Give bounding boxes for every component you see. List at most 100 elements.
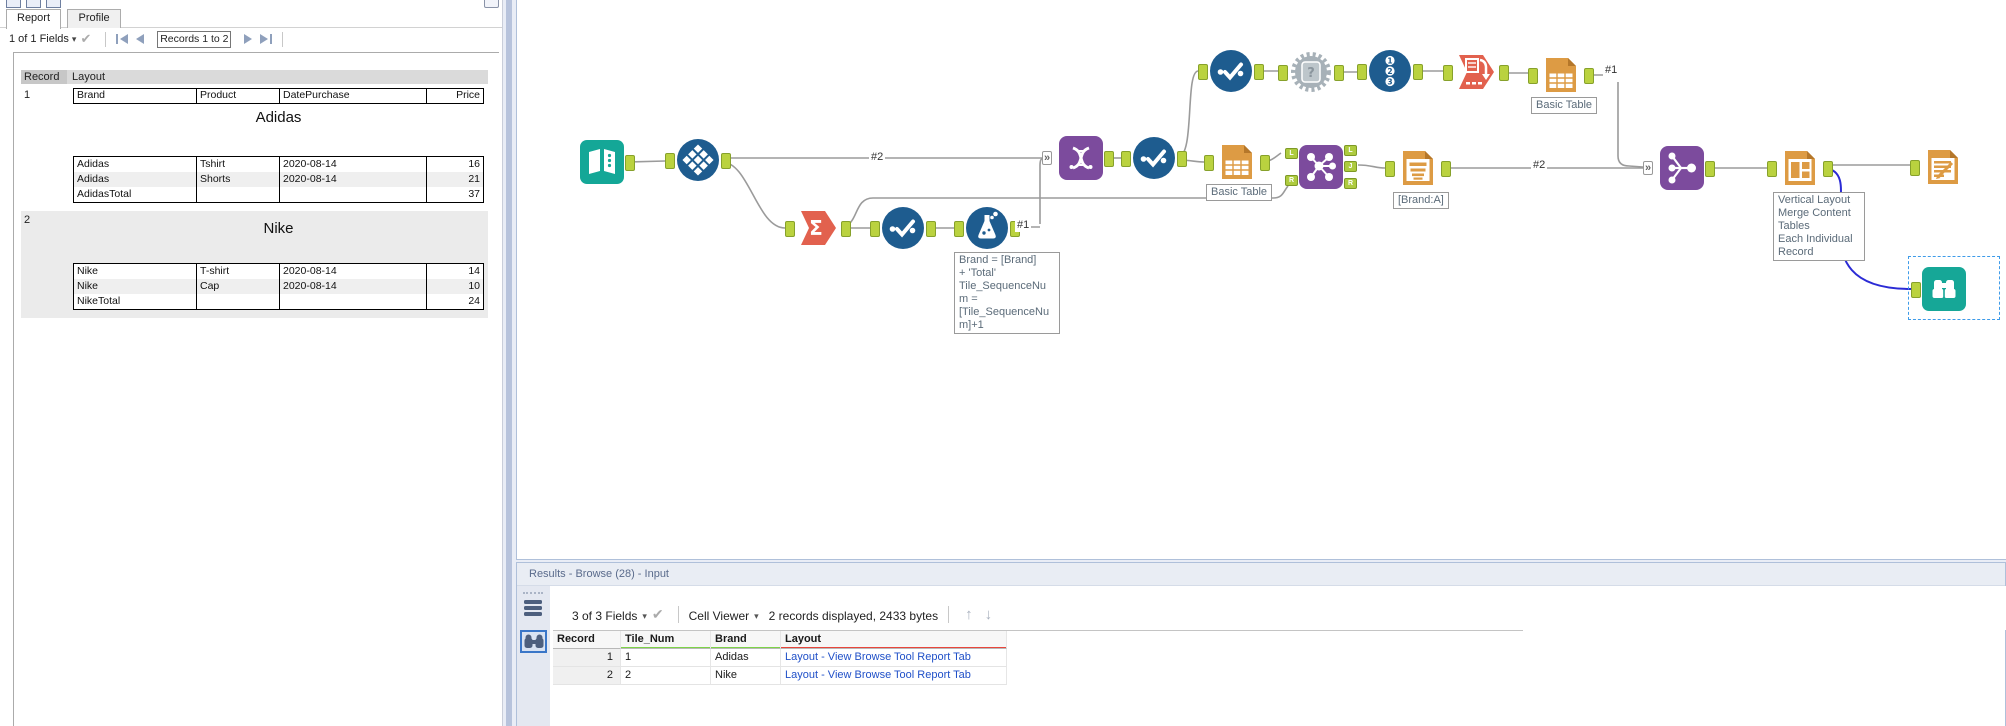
panel-options-icon[interactable] (484, 0, 499, 8)
report-data-rows: Adidas Tshirt 2020-08-14 16 Adidas Short… (73, 156, 484, 203)
results-table: Record Tile_Num Brand Layout 1 1 Adidas … (553, 630, 1523, 685)
col-tile-num[interactable]: Tile_Num (621, 631, 711, 649)
record-number: 2 (24, 214, 31, 226)
selection-box (1908, 256, 2000, 320)
next-record-button[interactable] (239, 31, 257, 47)
select-tool-3[interactable] (1198, 49, 1264, 93)
input-data-tool[interactable] (580, 140, 635, 184)
col-product: Product (196, 89, 279, 103)
table-row: 2 2 Nike Layout - View Browse Tool Repor… (553, 667, 1523, 685)
basic-table-annotation[interactable]: Basic Table (1531, 97, 1598, 114)
report-data-rows: Nike T-shirt 2020-08-14 14 Nike Cap 2020… (73, 263, 484, 310)
svg-text:Σ: Σ (809, 216, 823, 240)
results-toolbar: 3 of 3 Fields ▾ ✔ Cell Viewer ▾ 2 record… (550, 586, 2006, 630)
layout-split-icon[interactable] (6, 0, 21, 8)
join-output-right-port[interactable]: R (1344, 178, 1357, 189)
report-record-2: 2 Nike Nike T-shirt 2020-08-14 14 Nike C… (21, 211, 488, 318)
col-record[interactable]: Record (553, 631, 621, 649)
apply-check-icon[interactable]: ✔ (80, 31, 92, 46)
col-brand: Brand (73, 89, 196, 103)
connection-label: #2 (1531, 159, 1548, 172)
report-tab-link[interactable]: Layout - View Browse Tool Report Tab (781, 667, 1007, 685)
last-record-button[interactable] (257, 31, 275, 47)
drag-grip-icon[interactable] (523, 592, 543, 594)
join-output-join-port[interactable]: J (1344, 161, 1357, 172)
formula-tool[interactable] (954, 206, 1020, 250)
window-layout-icons (6, 0, 61, 8)
cell-viewer-button[interactable]: Cell Viewer (688, 609, 750, 623)
join-output-left-port[interactable]: L (1344, 145, 1357, 156)
fields-selector[interactable]: 3 of 3 Fields (572, 609, 638, 623)
group-title: Adidas (255, 109, 302, 126)
tab-profile[interactable]: Profile (67, 9, 121, 28)
report-text-tool-2[interactable] (1910, 145, 1965, 189)
data-view-icon[interactable] (524, 600, 543, 622)
panel-divider[interactable] (506, 0, 512, 726)
join-tool[interactable]: L R L J R (1285, 145, 1357, 189)
layout-tool[interactable] (1767, 146, 1833, 190)
table-row: 1 1 Adidas Layout - View Browse Tool Rep… (553, 649, 1523, 667)
group-title: Nike (263, 220, 294, 237)
layout-column-header: Layout (67, 70, 488, 84)
prev-record-button[interactable] (131, 31, 149, 47)
apply-check-icon[interactable]: ✔ (651, 606, 664, 622)
results-panel: Results - Browse (28) - Input (516, 562, 2006, 726)
select-tool-2[interactable] (1121, 136, 1187, 180)
union-tool-2[interactable]: » (1643, 146, 1715, 190)
records-range-box[interactable]: Records 1 to 2 (157, 30, 232, 48)
chevron-down-icon[interactable]: ▾ (71, 33, 77, 44)
union-tool[interactable]: » (1042, 136, 1114, 180)
col-layout[interactable]: Layout (781, 631, 1007, 649)
join-input-left-port[interactable]: L (1285, 148, 1298, 159)
chevron-down-icon[interactable]: ▾ (642, 611, 647, 621)
basic-table-tool-top[interactable] (1528, 53, 1594, 97)
connection-wires (625, 70, 1912, 290)
report-header-tool[interactable] (1443, 50, 1509, 94)
report-page: Record Layout 1 Brand Product DatePurcha… (13, 52, 499, 726)
basic-table-annotation[interactable]: Basic Table (1206, 184, 1273, 201)
results-gutter (517, 586, 550, 726)
connection-label: #1 (1603, 64, 1620, 77)
table-row: Nike T-shirt 2020-08-14 14 (73, 264, 484, 279)
records-info: 2 records displayed, 2433 bytes (768, 609, 939, 623)
unknown-macro-tool[interactable]: ? (1278, 50, 1344, 94)
layout-single-icon[interactable] (46, 0, 61, 8)
summarize-tool[interactable]: Σ (785, 206, 851, 250)
scroll-up-icon[interactable]: ↑ (965, 606, 973, 623)
table-row-total: AdidasTotal 37 (73, 187, 484, 202)
connection-label: #1 (1015, 219, 1032, 232)
record-number: 1 (24, 89, 31, 101)
col-brand[interactable]: Brand (711, 631, 781, 649)
record-id-tool[interactable]: 1 2 3 (1357, 49, 1423, 93)
report-tab-link[interactable]: Layout - View Browse Tool Report Tab (781, 649, 1007, 667)
record-nav-toolbar: 1 of 1 Fields ▾ ✔ Records 1 to 2 (0, 28, 502, 50)
connection-label: #2 (869, 151, 886, 164)
scroll-down-icon[interactable]: ↓ (984, 606, 993, 623)
fields-selector[interactable]: 1 of 1 Fields (9, 33, 69, 45)
divider (282, 31, 284, 47)
table-row: Adidas Shorts 2020-08-14 21 (73, 172, 484, 187)
layout-annotation[interactable]: Vertical Layout Merge Content Tables Eac… (1773, 192, 1865, 261)
tab-report[interactable]: Report (6, 9, 62, 29)
layout-columns-icon[interactable] (26, 0, 41, 8)
divider (948, 606, 950, 623)
brand-a-annotation[interactable]: [Brand:A] (1393, 192, 1449, 209)
svg-text:1: 1 (1387, 56, 1392, 65)
report-view-icon[interactable] (520, 630, 547, 653)
report-text-tool[interactable] (1385, 146, 1451, 190)
tile-tool[interactable] (665, 138, 731, 182)
report-tab-strip: Report Profile (0, 9, 502, 29)
report-record-1: 1 Brand Product DatePurchase Price Adida… (21, 86, 488, 207)
workflow-canvas[interactable]: Σ » (516, 0, 2006, 560)
results-panel-header[interactable]: Results - Browse (28) - Input (517, 563, 2005, 586)
first-record-button[interactable] (113, 31, 131, 47)
results-table-header: Record Tile_Num Brand Layout (553, 631, 1523, 649)
basic-table-tool[interactable] (1204, 140, 1270, 184)
chevron-down-icon[interactable]: ▾ (754, 611, 759, 621)
join-input-right-port[interactable]: R (1285, 175, 1298, 186)
multi-input-connector-icon: » (1643, 161, 1654, 175)
browse-tool[interactable] (1911, 267, 1966, 311)
select-tool[interactable] (870, 206, 936, 250)
formula-annotation[interactable]: Brand = [Brand] + 'Total' Tile_SequenceN… (954, 252, 1060, 334)
